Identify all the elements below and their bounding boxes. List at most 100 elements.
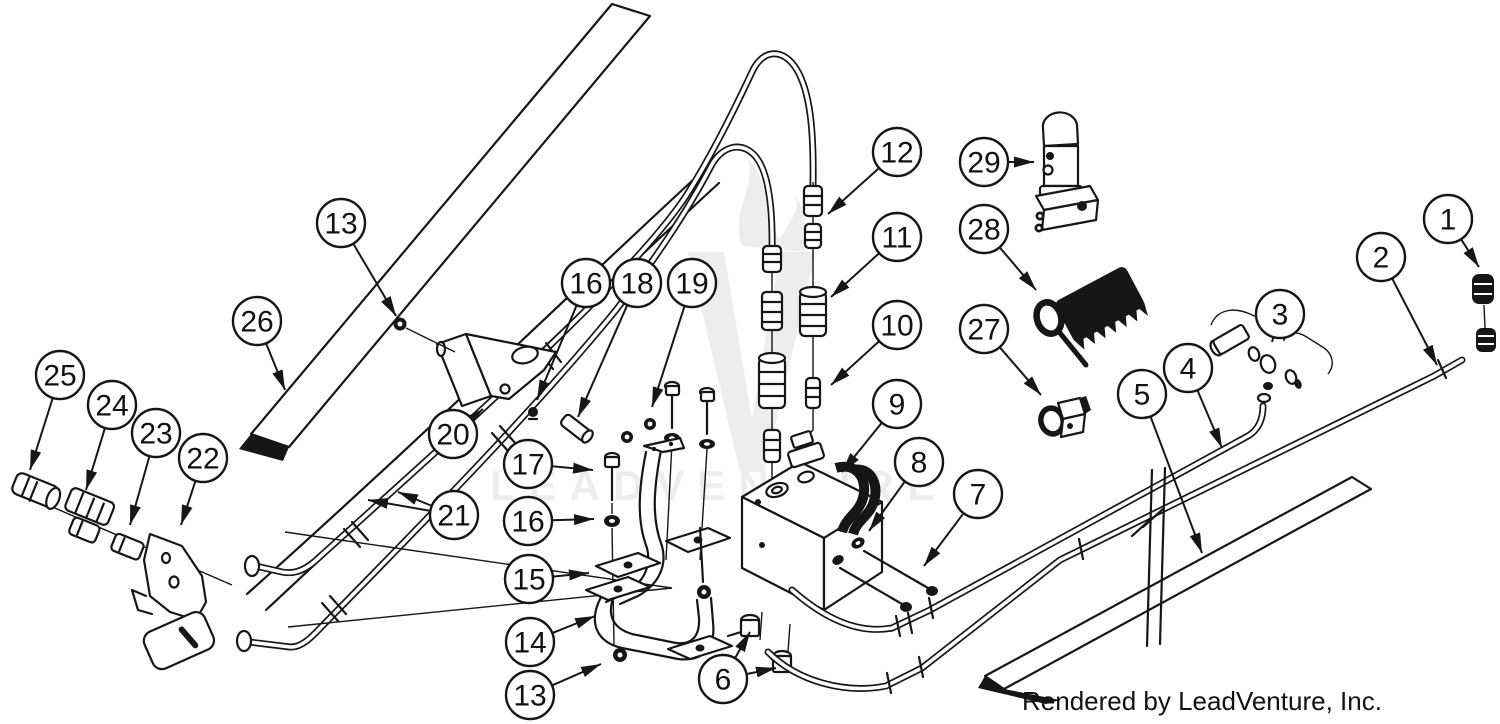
valve-block-drawing [726, 430, 938, 674]
callout-20-balloon[interactable] [427, 408, 479, 460]
callout-11-balloon[interactable] [871, 211, 923, 263]
callout-15-number: 15 [512, 564, 545, 597]
callout-3-number: 3 [1272, 299, 1289, 332]
callout-24-number: 24 [95, 390, 128, 423]
callout-8-number: 8 [911, 447, 928, 480]
callout-27-balloon[interactable] [958, 303, 1010, 355]
callout-15[interactable]: 15 [503, 553, 590, 605]
callout-17[interactable]: 17 [502, 438, 594, 490]
callout-13-number: 13 [513, 680, 546, 713]
callout-21-number: 21 [437, 500, 470, 533]
callout-4[interactable]: 4 [1162, 342, 1223, 449]
callout-13[interactable]: 13 [504, 663, 602, 721]
callout-1[interactable]: 1 [1422, 193, 1480, 268]
callout-16[interactable]: 16 [502, 495, 595, 547]
callout-1-leader [1460, 238, 1480, 268]
callout-3-balloon[interactable] [1254, 288, 1306, 340]
callout-16-balloon[interactable] [560, 257, 612, 309]
callout-8[interactable]: 8 [868, 436, 945, 532]
callout-9-balloon[interactable] [871, 378, 923, 430]
callout-21[interactable]: 21 [367, 489, 480, 541]
callout-15-balloon[interactable] [503, 553, 555, 605]
callout-19-leader [651, 305, 686, 408]
callout-29-balloon[interactable] [958, 136, 1010, 188]
callout-25[interactable]: 25 [29, 349, 86, 471]
callout-6-leader [734, 631, 751, 659]
callout-28[interactable]: 28 [958, 203, 1037, 291]
callout-27-leader [998, 346, 1042, 396]
callout-17-balloon[interactable] [502, 438, 554, 490]
callout-2[interactable]: 2 [1355, 231, 1438, 366]
callout-14-leader [551, 615, 596, 635]
callout-6-balloon[interactable] [697, 653, 749, 705]
callout-11[interactable]: 11 [830, 211, 923, 298]
callout-24[interactable]: 24 [85, 379, 138, 491]
callout-7-leader [923, 512, 965, 567]
callout-27[interactable]: 27 [958, 303, 1042, 396]
callout-13-leader [352, 243, 397, 317]
callout-2-balloon[interactable] [1355, 231, 1407, 283]
callout-23[interactable]: 23 [129, 407, 182, 526]
callout-28-number: 28 [967, 214, 1000, 247]
callout-20[interactable]: 20 [427, 408, 484, 460]
callout-23-leader [129, 455, 151, 526]
callout-26-balloon[interactable] [231, 295, 283, 347]
callout-6[interactable]: 6 [697, 631, 777, 705]
callout-7-balloon[interactable] [952, 468, 1004, 520]
clamp-27-drawing [1038, 396, 1091, 439]
callout-14[interactable]: 14 [504, 615, 596, 668]
callout-25-number: 25 [43, 360, 76, 393]
callout-8-balloon[interactable] [893, 436, 945, 488]
callout-5[interactable]: 5 [1116, 368, 1203, 554]
callout-16-balloon[interactable] [502, 495, 554, 547]
callout-13-balloon[interactable] [315, 197, 367, 249]
spring-28-drawing [1033, 267, 1148, 368]
callout-23-balloon[interactable] [130, 407, 182, 459]
callout-10-leader [830, 340, 880, 386]
callout-12-balloon[interactable] [871, 126, 923, 178]
fitting-chains-drawing [757, 182, 828, 500]
callout-18-balloon[interactable] [611, 257, 663, 309]
callout-16-number: 16 [511, 506, 544, 539]
callout-13-balloon[interactable] [504, 669, 556, 721]
callout-13[interactable]: 13 [315, 197, 397, 317]
callout-7[interactable]: 7 [923, 468, 1004, 567]
callout-4-balloon[interactable] [1162, 342, 1214, 394]
callout-14-balloon[interactable] [504, 616, 556, 668]
callout-12[interactable]: 12 [827, 126, 923, 215]
callout-10[interactable]: 10 [830, 299, 923, 386]
callout-24-leader [85, 427, 106, 491]
callout-13-leader [551, 663, 602, 687]
callout-20-number: 20 [436, 419, 469, 452]
callout-19-balloon[interactable] [666, 257, 718, 309]
callout-26[interactable]: 26 [231, 295, 286, 391]
callout-28-leader [998, 246, 1037, 291]
callout-9[interactable]: 9 [841, 378, 923, 473]
callout-17-number: 17 [511, 449, 544, 482]
callout-21-balloon[interactable] [428, 489, 480, 541]
callout-22-balloon[interactable] [177, 432, 229, 484]
callout-12-leader [827, 167, 880, 215]
solenoid-29-drawing [1034, 111, 1100, 233]
callout-24-balloon[interactable] [86, 379, 138, 431]
callout-28-balloon[interactable] [958, 203, 1010, 255]
callout-18-leader [577, 304, 629, 418]
callout-6-leader [746, 666, 777, 678]
callout-25-balloon[interactable] [34, 349, 86, 401]
callout-16[interactable]: 16 [536, 257, 612, 401]
callout-18[interactable]: 18 [577, 257, 663, 418]
credit-text: Rendered by LeadVenture, Inc. [1022, 686, 1382, 716]
callout-5-balloon[interactable] [1116, 368, 1168, 420]
callout-22[interactable]: 22 [177, 432, 229, 526]
callout-29[interactable]: 29 [958, 136, 1034, 188]
callout-4-number: 4 [1180, 353, 1197, 386]
callout-1-number: 1 [1440, 204, 1457, 237]
callout-5-leader [1149, 416, 1203, 554]
callout-12-number: 12 [880, 137, 913, 170]
callout-22-leader [180, 480, 197, 526]
callout-1-balloon[interactable] [1422, 193, 1474, 245]
callout-3[interactable]: 3 [1254, 288, 1306, 343]
callout-10-balloon[interactable] [871, 299, 923, 351]
callout-19[interactable]: 19 [651, 257, 718, 408]
